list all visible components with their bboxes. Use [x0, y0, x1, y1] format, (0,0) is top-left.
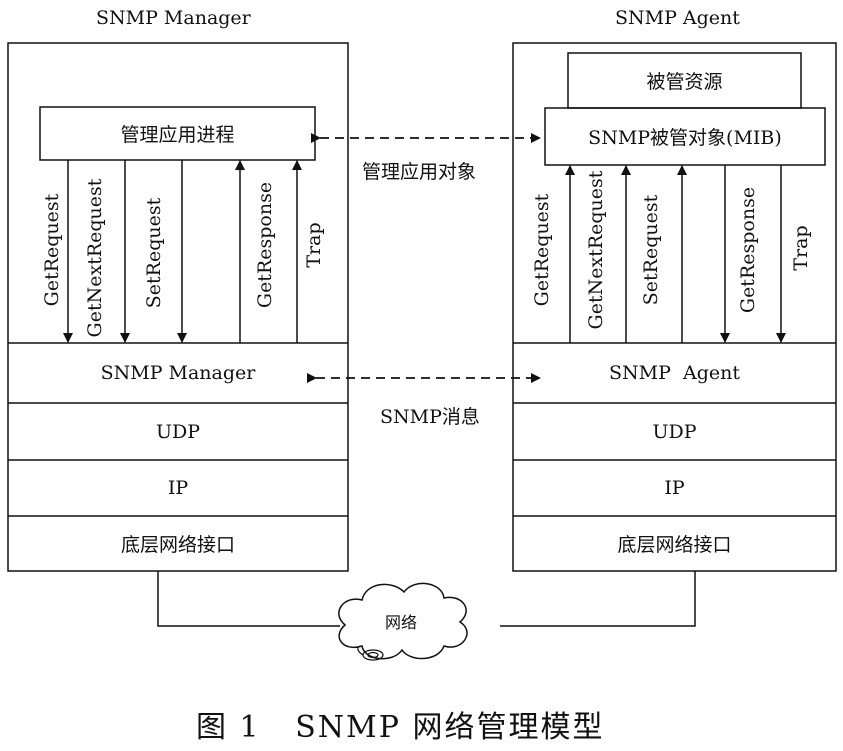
- agent-frame: [512, 42, 837, 572]
- snmp-message-label: SNMP消息: [380, 406, 480, 428]
- mgr-label-getresponse: GetResponse: [254, 181, 276, 309]
- manager-layer-udp: UDP: [155, 420, 201, 443]
- agent-wire: [500, 571, 696, 627]
- figure-caption: 图 1 SNMP 网络管理模型: [196, 710, 605, 745]
- manager-layer-snmp: SNMP Manager: [100, 362, 256, 384]
- agt-label-getresponse: GetResponse: [737, 186, 759, 314]
- managed-resource-label: 被管资源: [646, 71, 723, 93]
- agt-label-trap: Trap: [790, 225, 812, 271]
- manager-layer-physical: 底层网络接口: [120, 534, 235, 556]
- mgr-label-getnextrequest: GetNextRequest: [84, 178, 106, 338]
- agent-layer-snmp: SNMP Agent: [609, 362, 740, 384]
- agt-label-getrequest: GetRequest: [531, 193, 553, 307]
- manager-app-label: 管理应用进程: [120, 124, 235, 146]
- agent-layer-udp: UDP: [652, 420, 697, 443]
- manager-layer-ip: IP: [167, 477, 189, 499]
- agt-label-setrequest: SetRequest: [640, 194, 662, 306]
- mgr-label-trap: Trap: [303, 222, 325, 268]
- agt-label-getnextrequest: GetNextRequest: [585, 170, 607, 330]
- agent-header: SNMP Agent: [615, 7, 740, 29]
- manager-frame: [7, 42, 349, 572]
- agent-layer-ip: IP: [664, 477, 685, 499]
- mgr-label-getrequest: GetRequest: [41, 193, 63, 307]
- network-label: 网络: [385, 613, 418, 632]
- agent-layer-physical: 底层网络接口: [617, 534, 732, 556]
- mib-label: SNMP被管对象(MIB): [588, 127, 782, 149]
- app-object-label: 管理应用对象: [362, 161, 477, 183]
- manager-header: SNMP Manager: [96, 7, 251, 29]
- network-cloud: [338, 582, 468, 660]
- mgr-label-setrequest: SetRequest: [143, 197, 165, 309]
- manager-wire: [157, 571, 340, 627]
